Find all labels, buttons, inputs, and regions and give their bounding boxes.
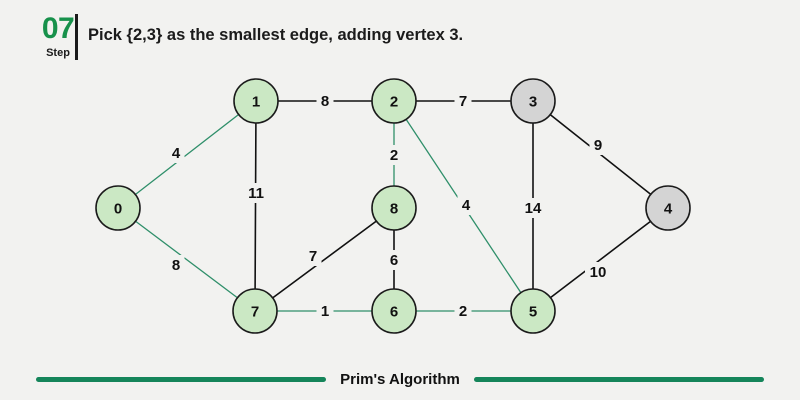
edge-weight-2-5: 4 [462, 197, 471, 214]
edge-weight-backdrop [385, 250, 403, 270]
edge-weight-2-3: 7 [459, 93, 467, 110]
edge-labels-layer: 4 8 8 11 7 2 4 14 9 10 2 1 6 7 [167, 91, 611, 321]
graph-edge-0-1 [134, 113, 240, 196]
edge-weight-backdrop [316, 301, 334, 321]
edge-weight-6-7: 1 [321, 303, 329, 320]
node-circle-6[interactable] [371, 288, 417, 334]
node-label-7: 7 [251, 304, 259, 321]
graph-node-6[interactable]: 6 [371, 288, 417, 334]
node-circle-4[interactable] [645, 185, 691, 231]
graph-edge-1-7 [254, 122, 257, 290]
footer-title: Prim's Algorithm [340, 370, 460, 388]
node-label-3: 3 [529, 94, 537, 111]
edge-weight-0-1: 4 [172, 145, 181, 162]
header-divider [75, 14, 78, 60]
footer-rule-left [36, 376, 327, 382]
node-circle-8[interactable] [371, 185, 417, 231]
graph-node-7[interactable]: 7 [232, 288, 278, 334]
header: 07 Step Pick {2,3} as the smallest edge,… [0, 0, 800, 70]
footer: Prim's Algorithm [0, 358, 800, 400]
graph-node-3[interactable]: 3 [510, 78, 556, 124]
graph-edge-4-5 [549, 220, 652, 299]
step-number: 07 [41, 12, 75, 45]
edge-weight-backdrop [520, 198, 546, 218]
edge-weight-7-8: 7 [309, 248, 317, 265]
graph-node-8[interactable]: 8 [371, 185, 417, 231]
node-circle-7[interactable] [232, 288, 278, 334]
edge-weight-backdrop [316, 91, 334, 111]
graph-node-5[interactable]: 5 [510, 288, 556, 334]
node-label-2: 2 [390, 94, 398, 111]
edge-weight-3-4: 9 [594, 137, 602, 154]
node-circle-2[interactable] [371, 78, 417, 124]
edge-weight-6-8: 6 [390, 252, 398, 269]
node-label-6: 6 [390, 304, 398, 321]
edge-weight-0-7: 8 [172, 257, 180, 274]
edge-weight-backdrop [457, 195, 475, 215]
graph-svg: 4 8 8 11 7 2 4 14 9 10 2 1 6 7 0 1 2 3 4 5 6 7 8 [95, 78, 691, 334]
edge-weight-1-2: 8 [321, 93, 329, 110]
edge-weight-backdrop [454, 301, 472, 321]
step-label: Step [46, 47, 70, 59]
edge-weight-4-5: 10 [590, 264, 607, 281]
graph-node-0[interactable]: 0 [95, 185, 141, 231]
step-indicator: 07 Step [28, 14, 88, 60]
page-title: Pick {2,3} as the smallest edge, adding … [88, 26, 464, 44]
edge-weight-backdrop [243, 183, 269, 203]
graph-node-4[interactable]: 4 [645, 185, 691, 231]
footer-rule-right [473, 376, 764, 382]
edge-weight-backdrop [589, 135, 607, 155]
edge-weight-backdrop [167, 255, 185, 275]
edge-weight-5-6: 2 [459, 303, 467, 320]
node-label-4: 4 [664, 201, 673, 218]
edge-weight-backdrop [385, 145, 403, 165]
node-circle-5[interactable] [510, 288, 556, 334]
edge-weight-3-5: 14 [525, 200, 542, 217]
graph-edge-7-8 [271, 220, 378, 299]
node-circle-1[interactable] [233, 78, 279, 124]
nodes-layer: 0 1 2 3 4 5 6 7 8 [95, 78, 691, 334]
edge-weight-backdrop [304, 246, 322, 266]
graph-canvas: 4 8 8 11 7 2 4 14 9 10 2 1 6 7 0 1 2 3 4 5 6 7 8 [0, 60, 800, 355]
edge-weight-backdrop [585, 262, 611, 282]
edge-weight-backdrop [454, 91, 472, 111]
node-label-0: 0 [114, 201, 122, 218]
node-label-5: 5 [529, 304, 537, 321]
graph-node-1[interactable]: 1 [233, 78, 279, 124]
graph-edge-0-7 [134, 220, 239, 299]
graph-node-2[interactable]: 2 [371, 78, 417, 124]
node-circle-0[interactable] [95, 185, 141, 231]
node-label-1: 1 [252, 94, 260, 111]
node-circle-3[interactable] [510, 78, 556, 124]
edge-weight-backdrop [167, 143, 185, 163]
node-label-8: 8 [390, 201, 398, 218]
edge-weight-1-7: 11 [248, 185, 264, 202]
edge-weight-2-8: 2 [390, 147, 398, 164]
